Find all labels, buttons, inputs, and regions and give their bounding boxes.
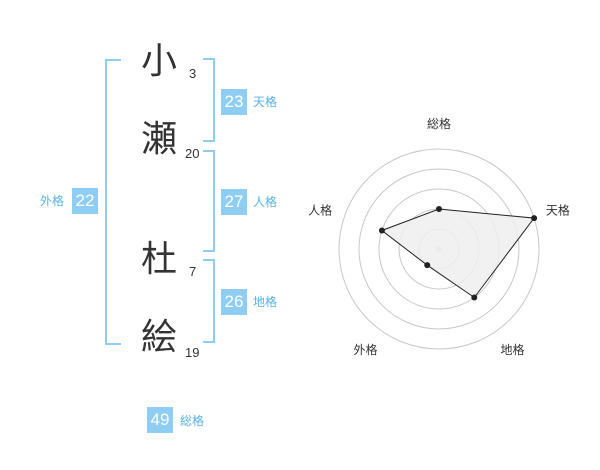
radar-polygon	[380, 208, 536, 299]
chikaku-value: 26	[221, 289, 247, 315]
stroke-count-2: 20	[185, 146, 200, 161]
tenkaku-value: 23	[221, 89, 247, 115]
stroke-count-4: 19	[185, 345, 200, 360]
stroke-count-3: 7	[189, 264, 197, 279]
radar-ring	[358, 168, 520, 330]
radar-axis-label-4: 外格	[353, 342, 377, 357]
jinkaku-value: 27	[221, 189, 247, 215]
soukaku-value: 49	[147, 407, 173, 433]
name-char-1: 小	[141, 41, 178, 82]
chikaku-bracket	[203, 259, 215, 343]
radar-point-2	[531, 215, 538, 222]
tenkaku-bracket	[203, 58, 215, 142]
gaikaku-label: 外格	[40, 194, 65, 208]
gaikaku-bracket	[105, 59, 121, 345]
radar-axis-label-2: 天格	[546, 202, 570, 217]
radar-axis-label-1: 総格	[427, 116, 451, 131]
radar-point-3	[471, 294, 478, 301]
radar-point-5	[378, 227, 385, 234]
stroke-count-1: 3	[189, 66, 197, 81]
radar-point-4	[424, 262, 431, 269]
radar-point-1	[436, 206, 442, 212]
radar-axis-label-5: 人格	[308, 202, 332, 217]
radar-ring	[338, 148, 540, 350]
tenkaku-label: 天格	[253, 95, 278, 109]
name-char-4: 絵	[141, 317, 178, 358]
chikaku-label: 地格	[253, 295, 278, 309]
soukaku-label: 総格	[180, 414, 205, 428]
radar-axis-label-3: 地格	[500, 342, 524, 357]
jinkaku-bracket	[203, 150, 215, 252]
name-char-3: 杜	[141, 239, 178, 280]
gaikaku-value: 22	[72, 188, 98, 214]
jinkaku-label: 人格	[253, 195, 278, 209]
name-char-2: 瀬	[141, 119, 178, 160]
